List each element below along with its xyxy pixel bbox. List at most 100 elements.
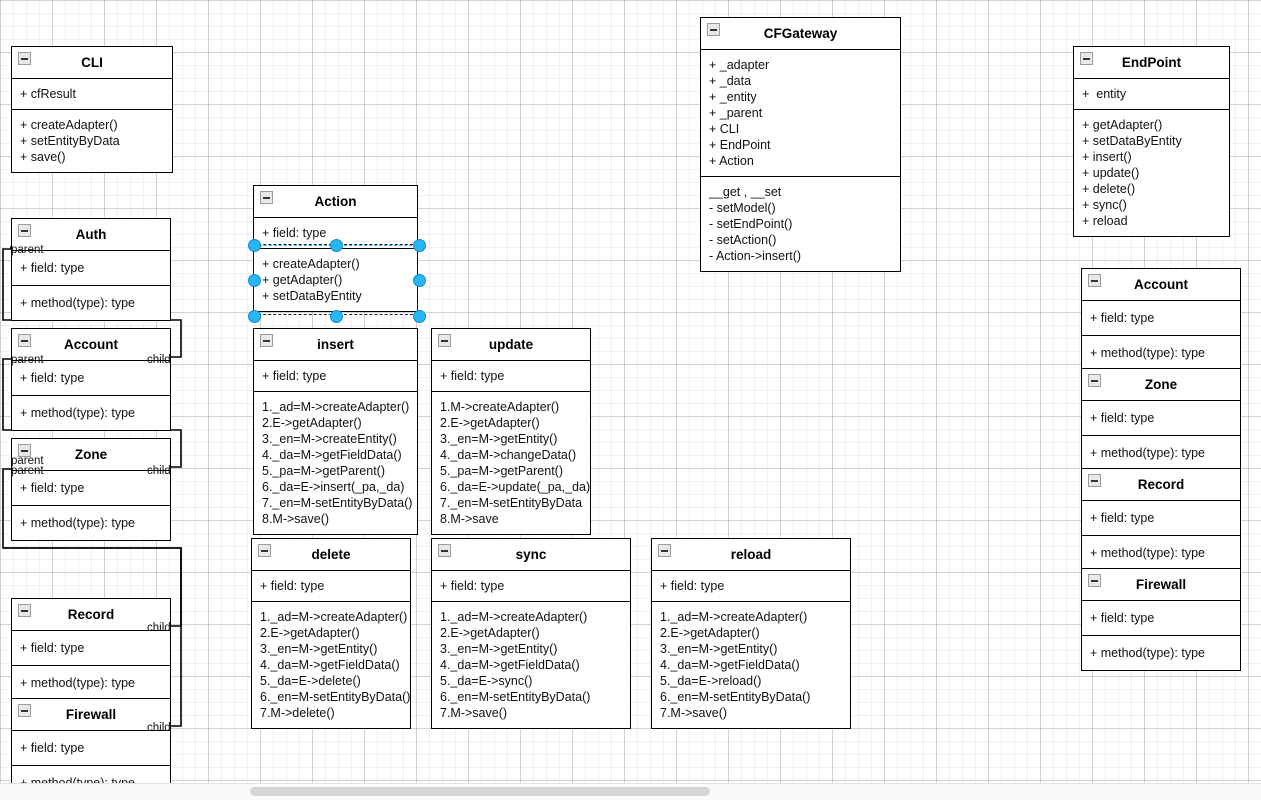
uml-class-record-right[interactable]: Record+ field: type+ method(type): type <box>1081 468 1241 571</box>
class-header: Record <box>1082 469 1240 501</box>
class-name: insert <box>317 337 354 352</box>
operations-compartment: + method(type): type <box>12 664 170 700</box>
attribute-row: + field: type <box>20 740 85 755</box>
operations-compartment: + getAdapter()+ setDataByEntity+ insert(… <box>1074 108 1229 236</box>
connector-label-zone-parent-b: parent <box>11 465 44 477</box>
resize-handle-se[interactable] <box>412 309 426 323</box>
uml-class-account-right[interactable]: Account+ field: type+ method(type): type <box>1081 268 1241 371</box>
connector-label-firewall-child: child <box>147 722 171 734</box>
operation-row: + method(type): type <box>1090 645 1205 660</box>
operation-row: 3._en=M->createEntity() <box>262 431 397 446</box>
uml-class-cfgateway[interactable]: CFGateway+ _adapter+ _data+ _entity+ _pa… <box>700 17 901 272</box>
class-name: delete <box>311 547 351 562</box>
attributes-compartment: + field: type <box>252 571 410 601</box>
operation-row: 1.M->createAdapter() <box>440 399 560 414</box>
collapse-minus-icon[interactable] <box>258 544 271 557</box>
class-name: EndPoint <box>1121 55 1182 70</box>
operations-compartment: + method(type): type <box>1082 534 1240 570</box>
operations-compartment: + createAdapter()+ getAdapter()+ setData… <box>254 247 417 311</box>
resize-handle-w[interactable] <box>247 274 261 287</box>
connector-label-auth-parent: parent <box>11 244 44 256</box>
uml-class-zone-right[interactable]: Zone+ field: type+ method(type): type <box>1081 368 1241 471</box>
attribute-row: + field: type <box>440 578 505 593</box>
uml-class-zone-left[interactable]: Zone+ field: type+ method(type): type <box>11 438 171 541</box>
class-name: Account <box>64 337 118 352</box>
collapse-minus-icon[interactable] <box>1088 274 1101 287</box>
uml-class-action[interactable]: Action+ field: type+ createAdapter()+ ge… <box>253 185 418 312</box>
resize-handle-nw[interactable] <box>247 238 261 252</box>
class-header: Account <box>1082 269 1240 301</box>
uml-class-cli[interactable]: CLI+ cfResult+ createAdapter()+ setEntit… <box>11 46 173 173</box>
attributes-compartment: + field: type <box>12 631 170 665</box>
operation-row: 7.M->delete() <box>260 705 335 720</box>
collapse-minus-icon[interactable] <box>18 704 31 717</box>
uml-class-account-left[interactable]: Account+ field: type+ method(type): type <box>11 328 171 431</box>
attributes-compartment: + field: type <box>432 571 630 601</box>
resize-handle-s[interactable] <box>330 309 343 323</box>
class-header: Auth <box>12 219 170 251</box>
attributes-compartment: + field: type <box>1082 401 1240 435</box>
collapse-minus-icon[interactable] <box>18 52 31 65</box>
collapse-minus-icon[interactable] <box>438 544 451 557</box>
uml-class-auth-left[interactable]: Auth+ field: type+ method(type): type <box>11 218 171 321</box>
operation-row: - setEndPoint() <box>709 216 793 231</box>
uml-class-record-left[interactable]: Record + field: type+ method(type): type <box>11 598 171 701</box>
attribute-row: + _entity <box>709 89 757 104</box>
class-name: Record <box>1137 477 1185 492</box>
attribute-row: + field: type <box>1090 310 1155 325</box>
resize-handle-ne[interactable] <box>412 238 426 252</box>
collapse-minus-icon[interactable] <box>1088 474 1101 487</box>
operations-compartment: 1.M->createAdapter()2.E->getAdapter()3._… <box>432 390 590 534</box>
collapse-minus-icon[interactable] <box>658 544 671 557</box>
operation-row: + setDataByEntity <box>262 288 362 303</box>
collapse-minus-icon[interactable] <box>260 191 273 204</box>
class-header: reload <box>652 539 850 571</box>
class-header: Action <box>254 186 417 218</box>
operation-row: 3._en=M->getEntity() <box>260 641 378 656</box>
collapse-minus-icon[interactable] <box>18 604 31 617</box>
operations-compartment: + method(type): type <box>12 284 170 320</box>
operation-row: + getAdapter() <box>262 272 343 287</box>
resize-handle-sw[interactable] <box>247 309 261 323</box>
class-header: update <box>432 329 590 361</box>
collapse-minus-icon[interactable] <box>1088 574 1101 587</box>
operation-row: 4._da=M->changeData() <box>440 447 577 462</box>
resize-handle-n[interactable] <box>330 238 343 252</box>
attribute-row: + cfResult <box>20 86 76 101</box>
collapse-minus-icon[interactable] <box>1080 52 1093 65</box>
operation-row: 7._en=M-setEntityByData <box>440 495 583 510</box>
resize-handle-e[interactable] <box>412 274 426 287</box>
operation-row: 7.M->save() <box>440 705 508 720</box>
collapse-minus-icon[interactable] <box>1088 374 1101 387</box>
operation-row: + reload <box>1082 213 1128 228</box>
class-name: reload <box>730 547 772 562</box>
operation-row: + method(type): type <box>1090 445 1205 460</box>
uml-class-firewall-right[interactable]: Firewall + field: type + method(type): typ… <box>1081 568 1241 671</box>
operation-row: 3._en=M->getEntity() <box>440 431 558 446</box>
operation-row: 1._ad=M->createAdapter() <box>660 609 808 624</box>
class-header: delete <box>252 539 410 571</box>
collapse-minus-icon[interactable] <box>260 334 273 347</box>
uml-class-endpoint[interactable]: EndPoint+ entity+ getAdapter()+ setDataB… <box>1073 46 1230 237</box>
collapse-minus-icon[interactable] <box>18 334 31 347</box>
connector-label-account-child: child <box>147 354 171 366</box>
attributes-compartment: + cfResult <box>12 79 172 109</box>
operation-row: 6._da=E->insert(_pa,_da) <box>262 479 405 494</box>
collapse-minus-icon[interactable] <box>18 224 31 237</box>
collapse-minus-icon[interactable] <box>438 334 451 347</box>
attribute-row: + _data <box>709 73 752 88</box>
horizontal-scrollbar-thumb[interactable] <box>250 787 710 796</box>
collapse-minus-icon[interactable] <box>707 23 720 36</box>
operation-row: + method(type): type <box>20 295 135 310</box>
class-name: Firewall <box>1135 577 1187 592</box>
attribute-row: + field: type <box>1090 610 1155 625</box>
class-name: Record <box>67 607 115 622</box>
horizontal-scrollbar-track[interactable] <box>0 783 1261 800</box>
class-header: EndPoint <box>1074 47 1229 79</box>
